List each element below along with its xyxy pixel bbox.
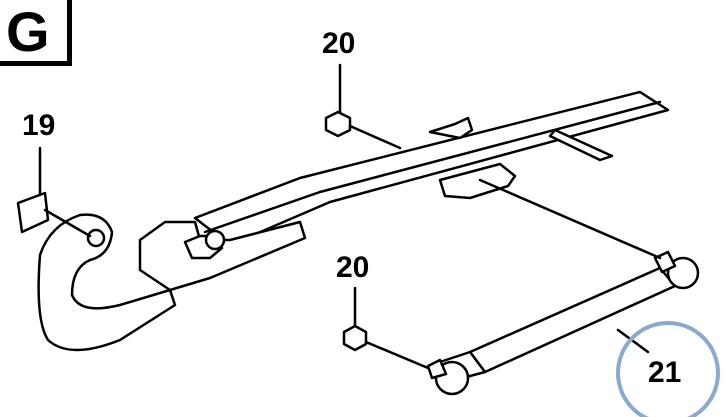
pivot-bolt-head (204, 229, 226, 251)
nut-20-top (324, 110, 352, 138)
nut-20-bottom-axis (364, 340, 430, 370)
nut-20-top-axis (348, 124, 402, 150)
hood-arm-tube-edge (203, 100, 662, 234)
section-label: G (6, 0, 50, 63)
hood-arm-tube (193, 90, 670, 247)
gas-strut-fitting-lower (426, 358, 448, 380)
gas-strut-cylinder (468, 266, 677, 374)
hinge-plate (138, 220, 307, 292)
clip-19 (16, 191, 50, 234)
nut-20-bottom (342, 324, 368, 352)
gas-strut-upper-axis (478, 178, 662, 260)
clip-19-axis (43, 208, 92, 238)
gas-strut-leader (616, 328, 650, 354)
upper-bracket (438, 162, 517, 200)
hook-bracket-hole (86, 228, 106, 248)
callout-20-bottom: 20 (336, 251, 370, 284)
upper-stud (428, 116, 474, 140)
section-label-box: G (0, 0, 72, 66)
callout-21: 21 (648, 356, 682, 389)
callout-19: 19 (22, 109, 56, 142)
tilt-plate (548, 128, 614, 162)
hook-bracket (37, 213, 177, 352)
callout-21-highlight (616, 321, 720, 417)
callout-20-top: 20 (322, 27, 356, 60)
